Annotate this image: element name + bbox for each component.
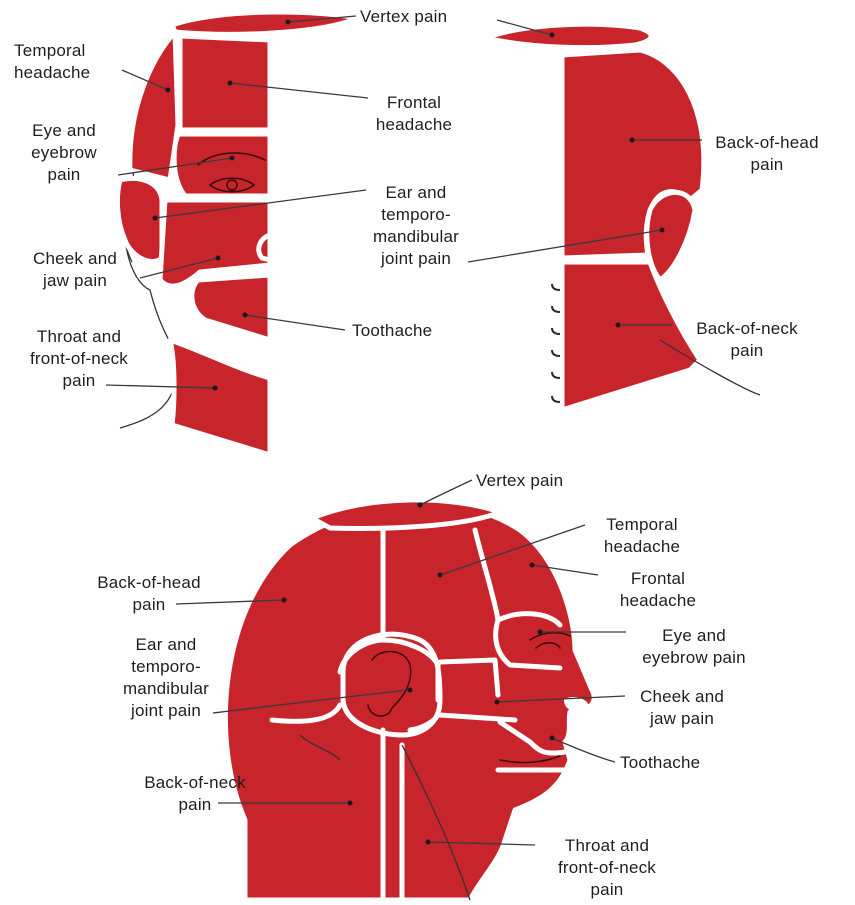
front-eye-label: Eye and eyebrow pain [14,120,114,186]
side-throat-label: Throat and front-of-neck pain [532,835,682,901]
side-back-head-label: Back-of-head pain [74,572,224,616]
front-tooth-label: Toothache [352,320,432,342]
back-vertex-region [485,24,651,47]
side-ear-label: Ear and temporo- mandibular joint pain [106,634,226,722]
front-temporal-label: Temporal headache [14,40,90,84]
front-nose-notch [259,235,270,260]
back-head-label: Back-of-head pain [702,132,832,176]
front-vertex-label: Vertex pain [360,6,447,28]
front-temporal-region [130,32,178,180]
side-eye-label: Eye and eyebrow pain [624,625,764,669]
front-cheek-label: Cheek and jaw pain [10,248,140,292]
front-frontal-label: Frontal headache [364,92,464,136]
front-tooth-region [192,275,270,340]
front-frontal-region [180,36,270,130]
front-ear-label: Ear and temporo- mandibular joint pain [356,182,476,270]
side-back-neck-label: Back-of-neck pain [120,772,270,816]
back-neck-label: Back-of-neck pain [672,318,822,362]
side-temporal-label: Temporal headache [582,514,702,558]
side-tooth-label: Toothache [620,752,700,774]
back-stitch-marks [552,284,560,402]
side-cheek-label: Cheek and jaw pain [622,686,742,730]
side-frontal-label: Frontal headache [598,568,718,612]
front-cheek-region [160,200,270,286]
side-vertex-label: Vertex pain [476,470,563,492]
front-throat-label: Throat and front-of-neck pain [4,326,154,392]
front-vertex-region [172,12,357,34]
front-throat-region [170,340,270,455]
